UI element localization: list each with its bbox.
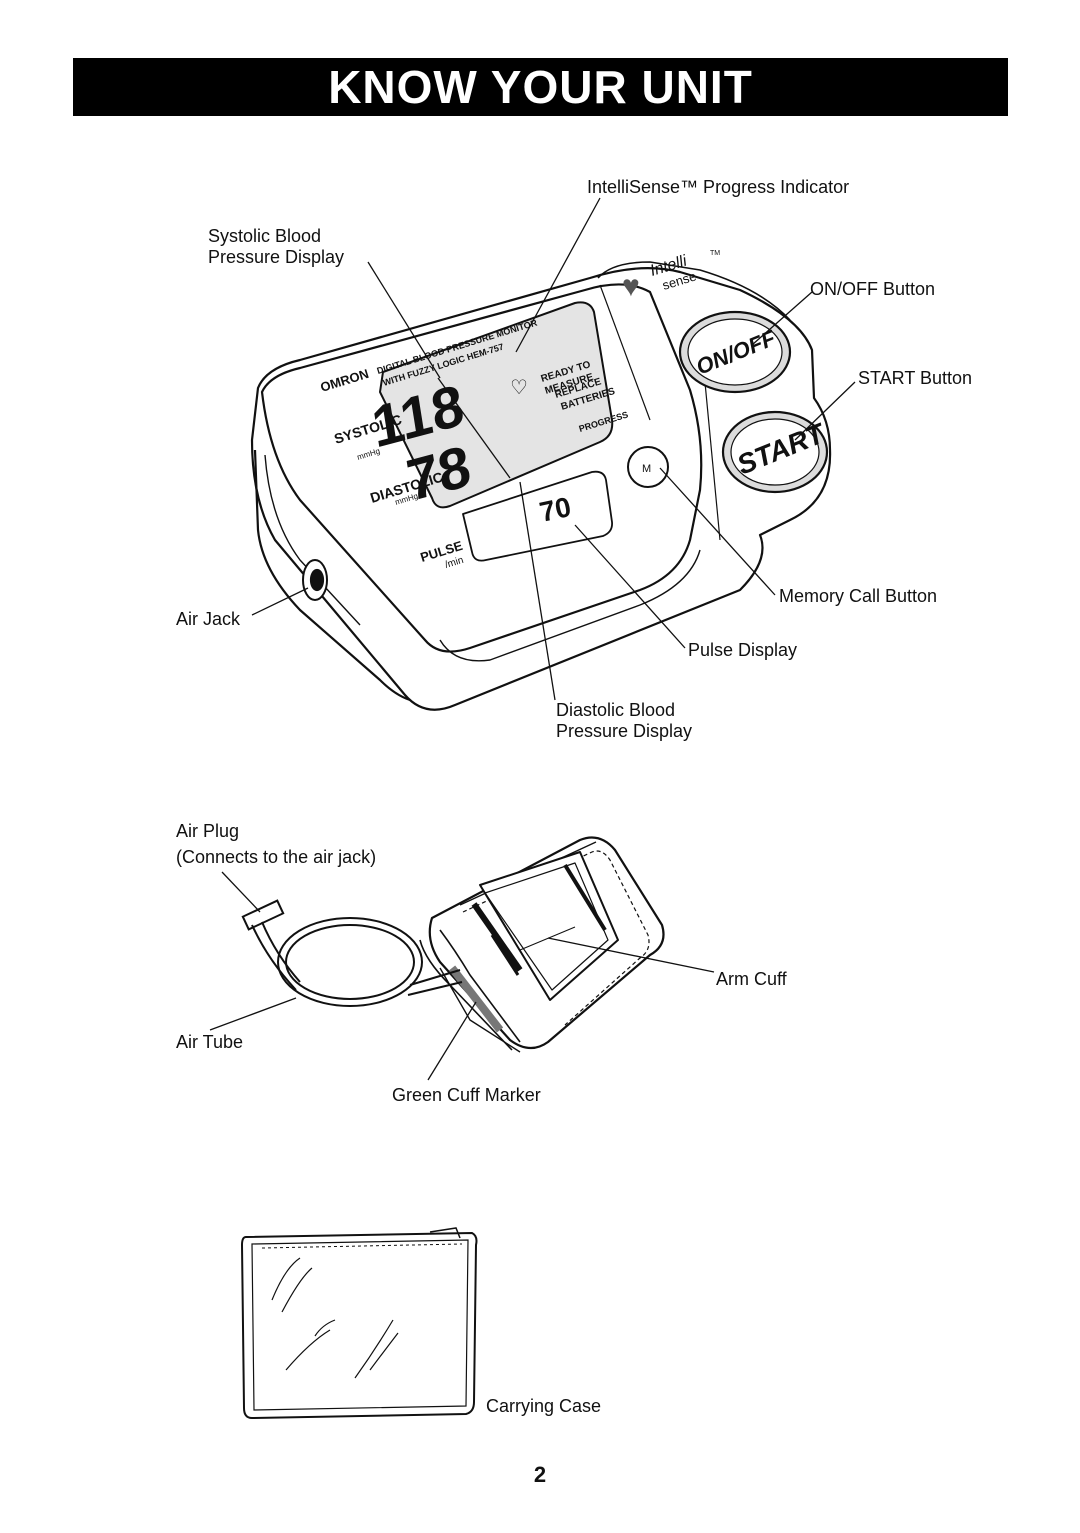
pulse-display-label: Pulse Display — [688, 640, 798, 660]
svg-text:/min: /min — [444, 555, 465, 571]
green-cuff-marker-label: Green Cuff Marker — [392, 1085, 541, 1105]
memory-call-button-label: Memory Call Button — [779, 586, 938, 606]
carrying-case — [240, 1227, 478, 1420]
air-plug-label: Air Plug — [176, 821, 240, 841]
leader-lines — [209, 197, 856, 1081]
page-title: KNOW YOUR UNIT — [73, 58, 1008, 116]
diastolic-display-label-line1: Diastolic Blood — [556, 700, 676, 720]
svg-text:TM: TM — [710, 250, 720, 257]
air-plug-note: (Connects to the air jack) — [176, 847, 377, 867]
arm-cuff-label: Arm Cuff — [716, 969, 787, 989]
air-jack-label: Air Jack — [176, 609, 241, 629]
systolic-display-label-line1: Systolic Blood — [208, 226, 322, 246]
heart-icon: ♡ — [510, 377, 528, 399]
heart-logo-icon: ♥ — [622, 270, 640, 303]
carrying-case-label: Carrying Case — [486, 1396, 602, 1416]
systolic-display-label-line2: Pressure Display — [208, 247, 345, 267]
page-number: 2 — [533, 1462, 547, 1487]
on-off-button-label: ON/OFF Button — [810, 279, 936, 299]
memory-key-label: M — [642, 463, 651, 475]
diastolic-reading: 78 — [402, 433, 474, 514]
start-button-label: START Button — [858, 368, 973, 388]
air-tube — [241, 899, 463, 1007]
intellisense-progress-indicator-label: IntelliSense™ Progress Indicator — [587, 177, 850, 197]
pulse-reading: 70 — [537, 491, 574, 528]
air-tube-label: Air Tube — [176, 1032, 244, 1052]
arm-cuff — [419, 836, 665, 1053]
monitor-unit — [250, 261, 832, 711]
diastolic-display-label-line2: Pressure Display — [556, 721, 693, 741]
